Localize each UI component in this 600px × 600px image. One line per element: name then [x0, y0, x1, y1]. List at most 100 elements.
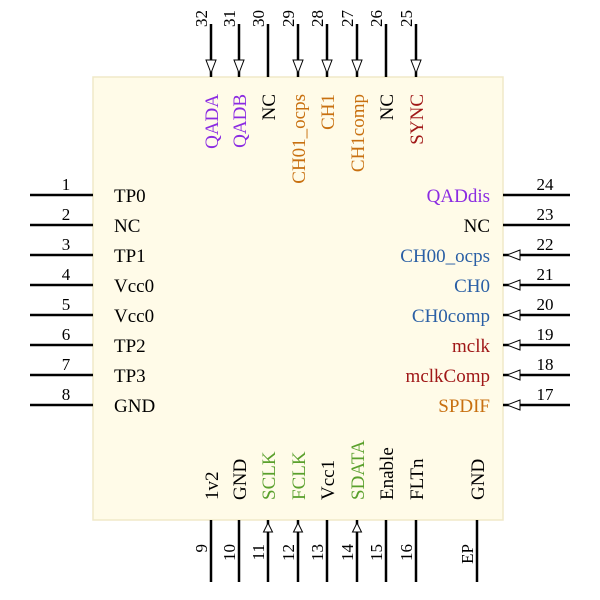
- pin-arrow-icon: [262, 521, 274, 533]
- pin-number: 27: [338, 10, 357, 28]
- pin-number: 31: [220, 10, 239, 27]
- pin-number: 18: [537, 355, 554, 374]
- pin-label: CH1: [318, 94, 339, 130]
- pin-13: 13 Vcc1: [308, 460, 339, 582]
- pin-label: NC: [259, 94, 280, 120]
- pin-arrow-icon: [505, 279, 521, 291]
- pin-number: 22: [537, 235, 554, 254]
- pin-number: 11: [249, 544, 268, 560]
- pin-number: 24: [537, 175, 555, 194]
- pin-arrow-icon: [505, 339, 521, 351]
- pin-11: 11 SCLK: [249, 451, 280, 582]
- pin-label: CH1comp: [348, 94, 369, 172]
- pin-arrow-icon: [505, 309, 521, 321]
- pin-number: 10: [220, 544, 239, 561]
- pin-number: 5: [62, 295, 71, 314]
- pin-label: SCLK: [259, 451, 280, 500]
- pin-number: 12: [279, 544, 298, 561]
- pin-number: 3: [62, 235, 71, 254]
- pin-14: 14 SDATA: [338, 440, 369, 582]
- pin-label: NC: [464, 216, 490, 237]
- pin-label: GND: [114, 396, 155, 417]
- pin-arrow-icon: [351, 521, 363, 533]
- pin-number: 6: [62, 325, 71, 344]
- pin-number: 23: [537, 205, 554, 224]
- pin-arrow-icon: [233, 59, 245, 75]
- pin-number: 28: [308, 10, 327, 27]
- pin-number: 20: [537, 295, 554, 314]
- pin-arrow-icon: [505, 249, 521, 261]
- pin-number: 7: [62, 355, 71, 374]
- pin-label: TP1: [114, 246, 146, 267]
- pin-number: 25: [397, 10, 416, 27]
- pin-label: Vcc0: [114, 306, 154, 327]
- pin-number: 16: [397, 544, 416, 561]
- pins-layer: 1TP02NC3TP14Vcc05Vcc06TP27TP38GND91v210G…: [30, 10, 570, 582]
- pin-number: 9: [192, 544, 211, 553]
- pin-2: 2NC: [30, 205, 140, 237]
- pin-number: 32: [192, 10, 211, 27]
- pin-label: NC: [114, 216, 140, 237]
- pin-number: 1: [62, 175, 71, 194]
- pin-10: 10 GND: [220, 459, 251, 582]
- pin-number: 8: [62, 385, 71, 404]
- chip-body: [92, 76, 504, 521]
- pin-label: GND: [468, 459, 489, 500]
- pin-number: 21: [537, 265, 554, 284]
- pin-label: Vcc0: [114, 276, 154, 297]
- pin-arrow-icon: [505, 369, 521, 381]
- pin-label: TP3: [114, 366, 146, 387]
- pin-number: EP: [458, 544, 477, 564]
- pin-label: GND: [230, 459, 251, 500]
- pin-arrow-icon: [410, 59, 422, 75]
- pin-arrow-icon: [205, 59, 217, 75]
- pin-label: mclk: [452, 336, 490, 357]
- pin-label: FLTn: [407, 458, 428, 500]
- pin-label: CH01_ocps: [289, 94, 310, 184]
- pin-arrow-icon: [292, 521, 304, 533]
- pin-label: SYNC: [407, 94, 428, 145]
- pin-label: SDATA: [348, 440, 369, 500]
- pin-12: 12 FCLK: [279, 451, 310, 582]
- pin-number: 26: [367, 10, 386, 27]
- pin-arrow-icon: [321, 59, 333, 75]
- pin-label: Enable: [377, 447, 398, 500]
- pin-label: mclkComp: [406, 366, 490, 387]
- pin-arrow-icon: [505, 399, 521, 411]
- pin-label: CH0: [454, 276, 490, 297]
- pin-label: Vcc1: [318, 460, 339, 500]
- pin-label: QADdis: [427, 186, 490, 207]
- pin-16: 16 FLTn: [397, 458, 428, 582]
- pin-label: FCLK: [289, 451, 310, 500]
- pin-15: 15 Enable: [367, 447, 398, 582]
- pin-label: QADB: [230, 94, 251, 148]
- pin-label: SPDIF: [438, 396, 490, 417]
- pin-number: 13: [308, 544, 327, 561]
- pin-arrow-icon: [351, 59, 363, 75]
- pin-number: 14: [338, 544, 357, 562]
- pin-number: 17: [537, 385, 555, 404]
- pin-number: 15: [367, 544, 386, 561]
